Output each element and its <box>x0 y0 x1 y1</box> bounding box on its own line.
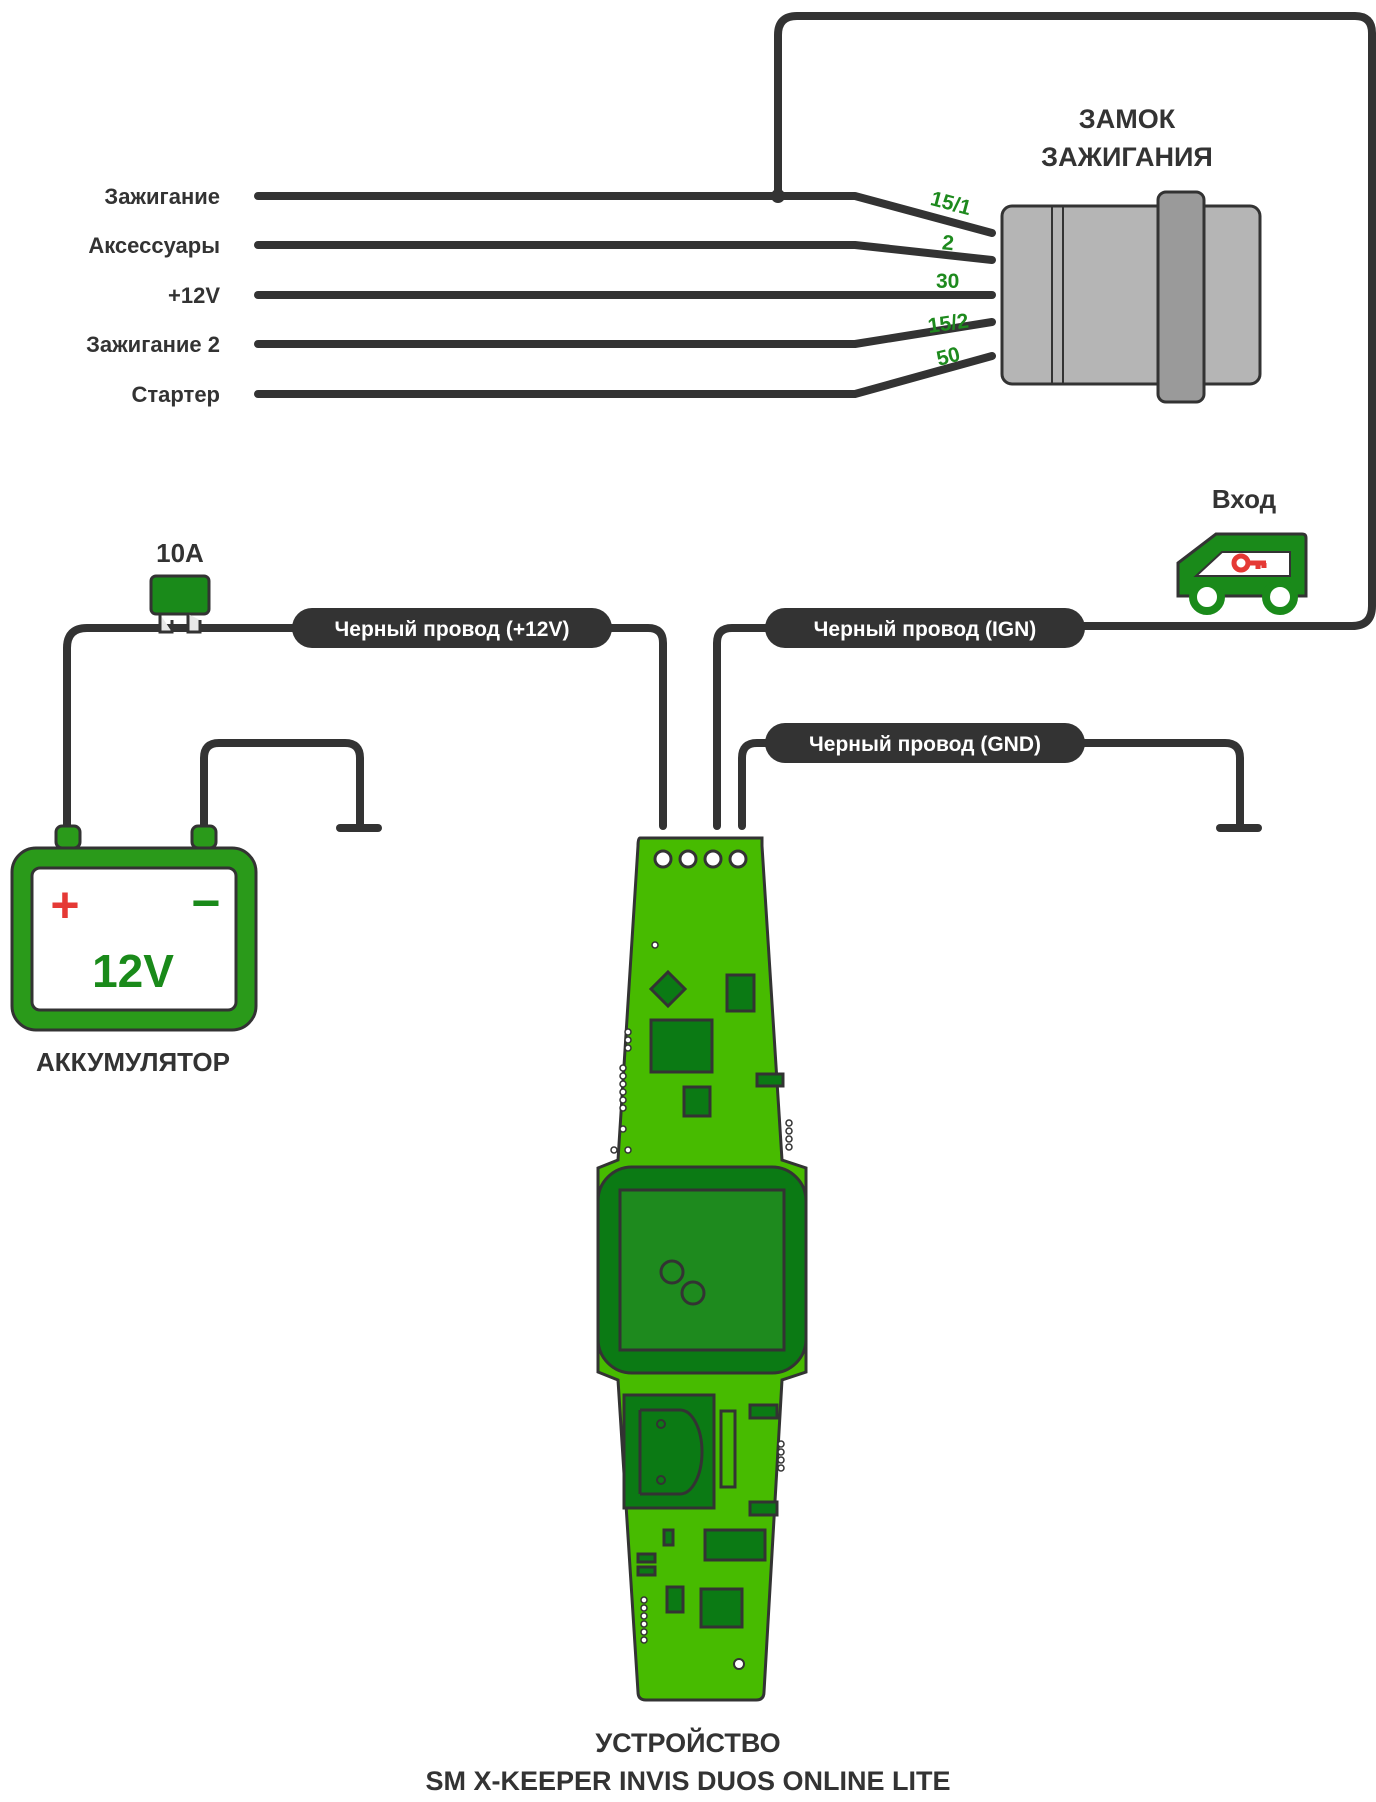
pill-power-text: Черный провод (+12V) <box>335 618 570 641</box>
ign-loop-wire <box>774 12 1376 630</box>
car-key-icon <box>1176 532 1308 615</box>
device-title-line1: УСТРОЙСТВО <box>595 1727 780 1758</box>
label-accessories: Аксессуары <box>88 233 220 258</box>
battery-title: АККУМУЛЯТОР <box>36 1047 230 1077</box>
input-indicator: Вход <box>1176 484 1308 615</box>
wire-starter <box>254 352 996 398</box>
input-label: Вход <box>1212 484 1277 514</box>
pill-gnd-text: Черный провод (GND) <box>809 733 1041 756</box>
ign-wire-to-device <box>713 624 1084 830</box>
pill-gnd-bg <box>765 723 1085 763</box>
pin-50: 50 <box>934 343 962 371</box>
fuse-body <box>149 574 211 616</box>
lock-title-line2: ЗАЖИГАНИЯ <box>1041 142 1213 172</box>
wire-ignition-2 <box>254 318 996 348</box>
pill-power-bg <box>292 608 612 648</box>
lock-ring <box>1156 190 1206 404</box>
battery-plus-wire <box>63 624 667 840</box>
pill-ign-bg <box>765 608 1085 648</box>
device-title-line2: SM X-KEEPER INVIS DUOS ONLINE LITE <box>425 1766 950 1796</box>
pin-15-2: 15/2 <box>926 309 970 337</box>
fuse-label: 10A <box>156 538 204 568</box>
battery-voltage: 12V <box>92 945 174 997</box>
lock-title-line1: ЗАМОК <box>1079 104 1176 134</box>
battery-minus-ground-wire <box>200 739 364 840</box>
label-starter: Стартер <box>132 382 221 407</box>
label-ignition-2: Зажигание 2 <box>86 332 220 357</box>
pin-30: 30 <box>936 270 959 293</box>
wire-accessories <box>254 241 996 264</box>
lock-body <box>1000 204 1262 386</box>
label-12v: +12V <box>168 283 220 308</box>
wire-labels: Зажигание Аксессуары +12V Зажигание 2 Ст… <box>86 184 220 407</box>
battery-plus-sign: + <box>50 877 79 933</box>
ignition-wires <box>254 12 1376 630</box>
ignition-lock: ЗАМОК ЗАЖИГАНИЯ <box>1000 104 1262 404</box>
pill-ign-text: Черный провод (IGN) <box>814 618 1037 641</box>
label-ignition: Зажигание <box>104 184 220 209</box>
fuse: 10A <box>149 538 211 634</box>
battery-minus-sign: − <box>191 875 220 931</box>
pin-2: 2 <box>941 231 955 255</box>
device-pcb <box>596 836 808 1702</box>
wire-label-pills: Черный провод (+12V) Черный провод (IGN)… <box>292 608 1085 763</box>
battery: + − 12V АККУМУЛЯТОР <box>10 824 258 1077</box>
wire-ignition <box>254 192 996 237</box>
